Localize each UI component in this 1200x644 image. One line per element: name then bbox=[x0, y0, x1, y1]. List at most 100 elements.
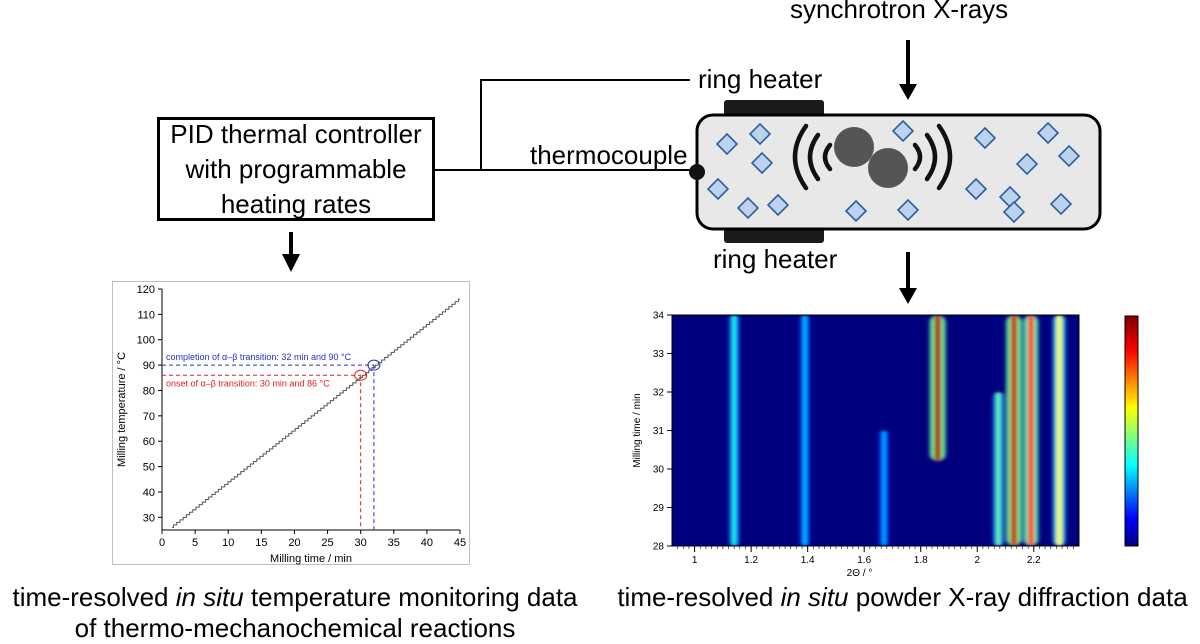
thermocouple-label: thermocouple bbox=[530, 140, 688, 170]
y-axis-label: Milling temperature / °C bbox=[116, 352, 128, 467]
annotation-text: completion of α–β transition: 32 min and… bbox=[166, 352, 352, 362]
peak-core bbox=[1027, 315, 1035, 546]
x-axis-label: Milling time / min bbox=[270, 553, 352, 565]
y-tick-label: 30 bbox=[653, 465, 665, 476]
y-tick-label: 30 bbox=[143, 512, 155, 524]
y-tick-label: 90 bbox=[143, 360, 155, 372]
crystal-group bbox=[706, 119, 1081, 224]
crystal-icon bbox=[964, 177, 988, 201]
sound-wave-icon bbox=[792, 123, 833, 191]
xray-label: synchrotron X-rays bbox=[790, 0, 1009, 24]
x-tick-label: 40 bbox=[421, 537, 433, 549]
peak-core bbox=[802, 315, 807, 546]
ring-heater-top-label: ring heater bbox=[698, 64, 823, 94]
ring-heater-top bbox=[724, 100, 824, 117]
sound-wave-icon bbox=[912, 123, 953, 191]
x-tick-label: 10 bbox=[222, 537, 234, 549]
crystal-icon bbox=[766, 193, 790, 217]
crystal-icon bbox=[844, 199, 868, 223]
crystal-icon bbox=[896, 198, 920, 222]
heatmap-peaks bbox=[729, 315, 1066, 546]
crystal-icon bbox=[1002, 200, 1026, 224]
thermocouple-probe bbox=[689, 164, 705, 180]
caption-right-post: powder X-ray diffraction data bbox=[848, 582, 1188, 612]
y-tick-label: 29 bbox=[653, 503, 665, 514]
y-tick-label: 80 bbox=[143, 385, 155, 397]
x-tick-label: 45 bbox=[454, 537, 466, 549]
pid-controller-box: PID thermal controller with programmable… bbox=[157, 117, 435, 221]
pid-line-3: heating rates bbox=[220, 188, 372, 219]
colorbar bbox=[1124, 315, 1139, 547]
x-tick-label: 1.6 bbox=[857, 555, 871, 566]
crystal-icon bbox=[1049, 192, 1073, 216]
arrow-down-icon bbox=[282, 232, 300, 272]
annotation-marker bbox=[367, 359, 381, 371]
x-tick-label: 0 bbox=[159, 537, 165, 549]
x-tick-label: 1 bbox=[692, 555, 698, 566]
heater-wire bbox=[435, 79, 690, 171]
peak-core bbox=[1010, 315, 1018, 546]
milling-ball-icon bbox=[834, 127, 874, 167]
temperature-series-line bbox=[171, 298, 460, 528]
schematic-graphics bbox=[282, 40, 1102, 304]
peak-core bbox=[996, 392, 1001, 546]
y-tick-label: 70 bbox=[143, 411, 155, 423]
temperature-chart-frame bbox=[112, 281, 470, 565]
x-tick-label: 5 bbox=[192, 537, 198, 549]
crystal-icon bbox=[706, 177, 730, 201]
arrow-down-icon bbox=[899, 40, 917, 100]
crystal-icon bbox=[973, 126, 997, 150]
caption-temperature: time-resolved in situ temperature monito… bbox=[0, 582, 590, 644]
crystal-icon bbox=[1057, 144, 1081, 168]
annotation-text: onset of α–β transition: 30 min and 86 °… bbox=[166, 378, 330, 388]
annotation-marker bbox=[354, 369, 368, 381]
arrow-down-icon bbox=[899, 252, 917, 304]
x-tick-label: 1.4 bbox=[801, 555, 815, 566]
crystal-icon bbox=[736, 196, 760, 220]
x-tick-label: 15 bbox=[255, 537, 267, 549]
peak-core bbox=[934, 315, 942, 462]
peak-core bbox=[731, 315, 737, 546]
crystal-icon bbox=[1036, 121, 1060, 145]
x-tick-label: 30 bbox=[355, 537, 367, 549]
peak-core bbox=[1056, 315, 1062, 546]
caption-xrd: time-resolved in situ powder X-ray diffr… bbox=[605, 582, 1200, 613]
caption-right-pre: time-resolved bbox=[617, 582, 781, 612]
ring-heater-bottom-label: ring heater bbox=[713, 244, 838, 274]
xrd-heatmap-chart: 1 1.2 1.4 1.6 1.8 2 2.2 2Θ / ° 28 29 30 31 32 33 34Mil… bbox=[632, 311, 1139, 579]
x-tick-label: 35 bbox=[388, 537, 400, 549]
y-tick-label: 60 bbox=[143, 436, 155, 448]
crystal-icon bbox=[891, 119, 915, 143]
x-tick-label: 25 bbox=[321, 537, 333, 549]
x-tick-label: 2.2 bbox=[1027, 555, 1041, 566]
x-tick-label: 20 bbox=[288, 537, 300, 549]
x-tick-label: 1.2 bbox=[744, 555, 758, 566]
y-tick-label: 34 bbox=[653, 311, 665, 322]
x-tick-label: 1.8 bbox=[914, 555, 928, 566]
crystal-icon bbox=[750, 151, 774, 175]
caption-left-post: temperature monitoring data bbox=[243, 582, 578, 612]
y-tick-label: 120 bbox=[137, 284, 155, 296]
y-tick-label: 50 bbox=[143, 462, 155, 474]
y-tick-label: 33 bbox=[653, 349, 665, 360]
x-axis-label: 2Θ / ° bbox=[847, 568, 873, 579]
caption-left-pre: time-resolved bbox=[12, 582, 176, 612]
caption-left-line2: of thermo-mechanochemical reactions bbox=[74, 613, 516, 643]
crystal-icon bbox=[715, 132, 739, 156]
y-tick-label: 32 bbox=[653, 388, 665, 399]
x-tick-label: 2 bbox=[974, 555, 980, 566]
peak-core bbox=[881, 430, 886, 546]
crystal-icon bbox=[1015, 152, 1039, 176]
y-tick-label: 100 bbox=[137, 335, 155, 347]
y-tick-label: 31 bbox=[653, 426, 665, 437]
crystal-icon bbox=[748, 122, 772, 146]
milling-ball-icon bbox=[868, 148, 908, 188]
y-tick-label: 28 bbox=[653, 542, 665, 553]
pid-line-1: PID thermal controller bbox=[170, 118, 422, 149]
caption-right-italic: in situ bbox=[780, 582, 849, 612]
y-tick-label: 40 bbox=[143, 487, 155, 499]
y-axis-label: Milling time / min bbox=[632, 393, 643, 467]
pid-line-2: with programmable bbox=[185, 153, 407, 184]
caption-left-italic: in situ bbox=[175, 582, 244, 612]
